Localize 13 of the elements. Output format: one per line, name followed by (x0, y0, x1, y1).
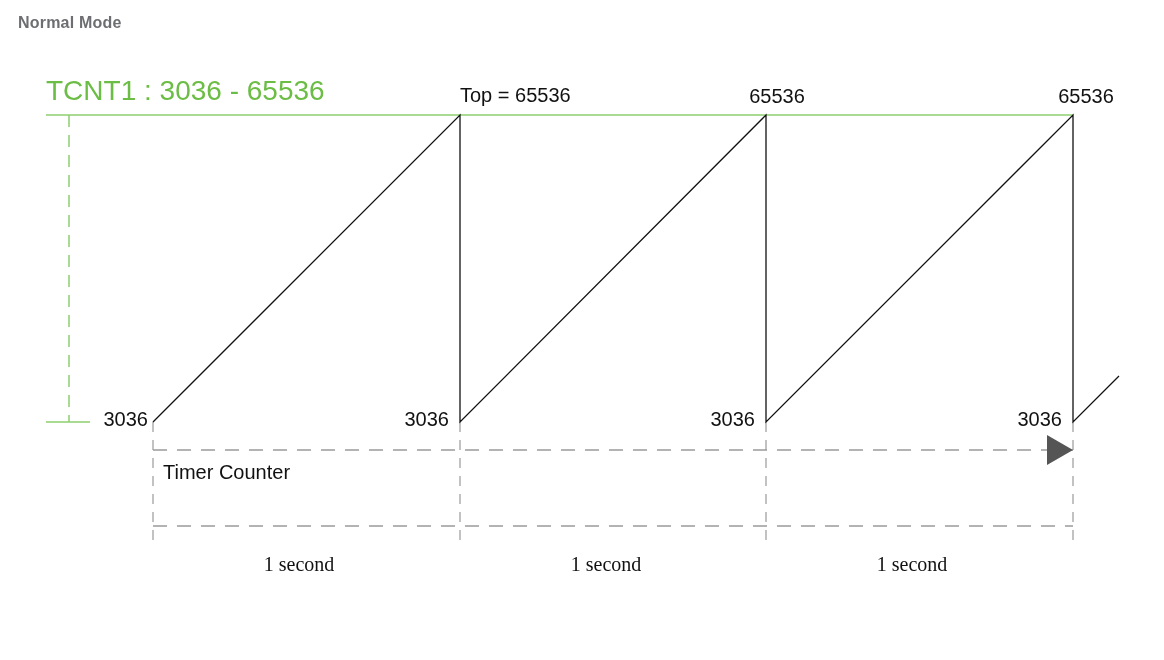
diagram-title: Normal Mode (18, 15, 122, 31)
value-label: Top = 65536 (460, 84, 571, 105)
range-label: TCNT1 : 3036 - 65536 (46, 76, 325, 105)
duration-label: 1 second (570, 553, 642, 574)
duration-label: 1 second (263, 553, 335, 574)
value-label: 65536 (749, 85, 805, 106)
value-label: 3036 (103, 408, 148, 429)
value-label: 3036 (1017, 408, 1062, 429)
value-label: 65536 (1058, 85, 1114, 106)
duration-label: 1 second (876, 553, 948, 574)
value-label: 3036 (710, 408, 755, 429)
value-label: 3036 (404, 408, 449, 429)
arrow-label: Timer Counter (163, 461, 291, 482)
